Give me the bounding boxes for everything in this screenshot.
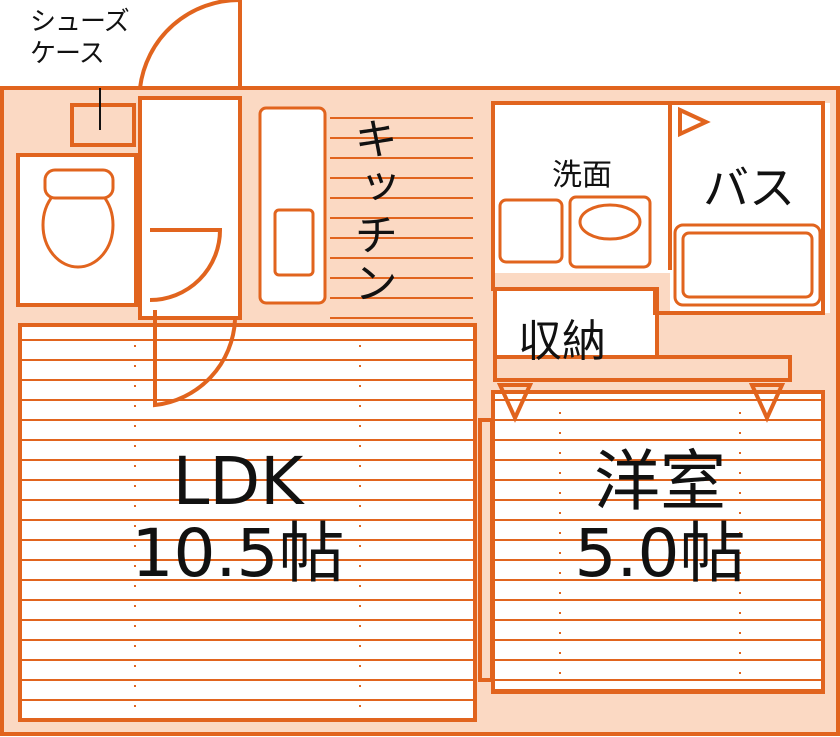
wash-bowl: [578, 203, 642, 241]
entrance-wall: [138, 96, 242, 320]
shoe-case-label: シューズ ケース: [30, 6, 130, 70]
closet-marker-left: [496, 383, 534, 423]
storage-label: 収納: [518, 316, 606, 367]
sliding-door: [478, 418, 494, 682]
bathtub-inner: [681, 231, 814, 299]
ldk-room-size: 10.5帖: [131, 515, 345, 592]
shoe-case: [70, 103, 136, 147]
ldk-label: LDK 10.5帖: [88, 446, 388, 590]
toilet-wall: [16, 153, 138, 307]
toilet-door: [149, 228, 223, 302]
toilet-tank: [43, 168, 115, 200]
ldk-room-name: LDK: [172, 443, 304, 520]
kitchen-label: キッチン: [346, 116, 397, 308]
kitchen-sink: [273, 208, 315, 277]
outer-wall: [0, 86, 840, 736]
entrance: [140, 98, 240, 318]
entrance-door: [138, 0, 242, 90]
western-room-size: 5.0帖: [574, 515, 746, 592]
shoe-case-label-line1: シューズ: [30, 7, 130, 37]
bath-flag: [678, 106, 711, 138]
closet-marker-right: [748, 383, 786, 423]
ldk-room: [20, 325, 475, 721]
shoe-case-label-line2: ケース: [30, 39, 105, 69]
ldk-door: [153, 310, 237, 408]
western-room-name: 洋室: [594, 443, 726, 520]
kitchen-flooring: [330, 117, 473, 319]
bath-label: バス: [703, 161, 795, 215]
western-room-label: 洋室 5.0帖: [540, 446, 780, 590]
storage-room: [495, 289, 657, 357]
ldk-wall: [18, 323, 477, 722]
western-room: [493, 392, 823, 692]
washroom-label: 洗面: [552, 158, 612, 193]
washing-machine: [498, 198, 564, 264]
ldk-flooring: [22, 325, 473, 720]
closet-rail: [493, 355, 792, 382]
